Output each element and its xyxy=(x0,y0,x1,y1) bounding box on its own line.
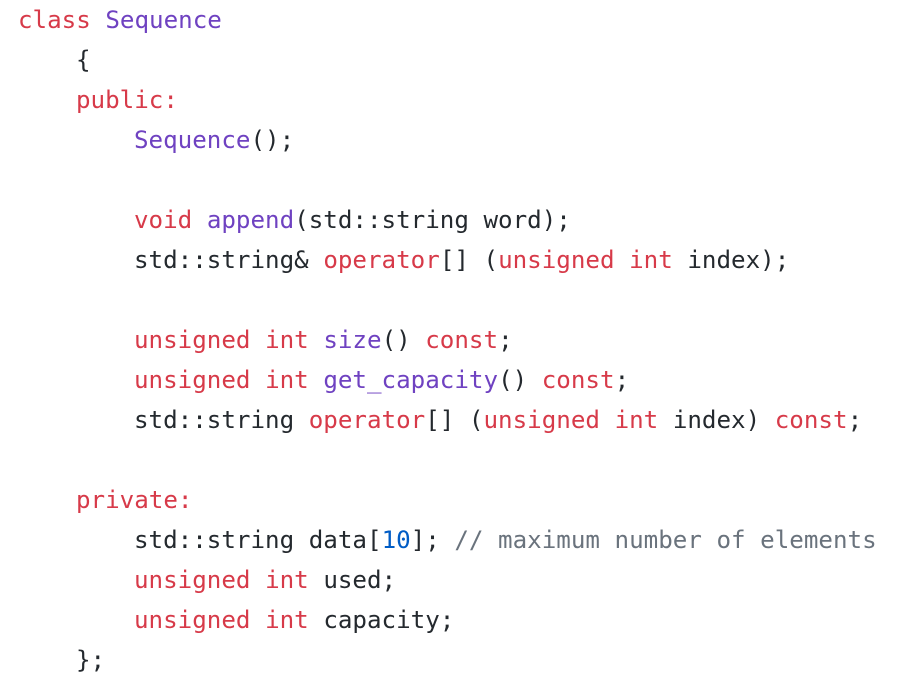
function-size: size xyxy=(323,326,382,354)
type-int: int xyxy=(614,406,659,434)
code-line-size: unsigned int size() const; xyxy=(134,320,513,360)
close-brace: }; xyxy=(76,646,106,674)
keyword-operator: operator xyxy=(323,246,440,274)
function-get-capacity: get_capacity xyxy=(323,366,499,394)
open-brace: { xyxy=(76,46,91,74)
code-line-get-capacity: unsigned int get_capacity() const; xyxy=(134,360,629,400)
code-line-constructor: Sequence(); xyxy=(134,120,294,160)
semicolon: ; xyxy=(847,406,863,434)
keyword-operator: operator xyxy=(308,406,426,434)
keyword-const: const xyxy=(541,366,615,394)
member-used: used; xyxy=(323,566,397,594)
member-capacity: capacity; xyxy=(323,606,455,634)
keyword-const: const xyxy=(425,326,499,354)
type-int: int xyxy=(265,566,309,594)
code-line-class-declaration: class Sequence xyxy=(18,0,222,40)
data-declaration-end: ]; xyxy=(410,526,455,554)
keyword-class: class xyxy=(18,6,91,34)
return-type: std::string& xyxy=(134,246,324,274)
constructor-parens: (); xyxy=(250,126,295,154)
append-params: (std::string word); xyxy=(294,206,571,234)
operator-brackets: [] ( xyxy=(439,246,499,274)
code-line-data-member: std::string data[10]; // maximum number … xyxy=(134,520,877,560)
operator-brackets: [] ( xyxy=(425,406,484,434)
code-line-private: private: xyxy=(76,480,193,520)
constructor-name: Sequence xyxy=(134,126,251,154)
code-line-used: unsigned int used; xyxy=(134,560,396,600)
type-unsigned: unsigned xyxy=(134,326,251,354)
class-name: Sequence xyxy=(105,6,222,34)
code-comment: // maximum number of elements xyxy=(454,526,877,554)
type-int: int xyxy=(265,366,309,394)
array-size: 10 xyxy=(381,526,411,554)
operator-params: index) xyxy=(672,406,775,434)
keyword-const: const xyxy=(774,406,848,434)
data-declaration: std::string data[ xyxy=(134,526,382,554)
code-line-operator-const: std::string operator[] (unsigned int ind… xyxy=(134,400,862,440)
type-unsigned: unsigned xyxy=(483,406,601,434)
type-void: void xyxy=(134,206,193,234)
code-line-public: public: xyxy=(76,80,178,120)
type-int: int xyxy=(629,246,673,274)
return-type: std::string xyxy=(134,406,309,434)
code-line-capacity: unsigned int capacity; xyxy=(134,600,454,640)
code-line-operator-ref: std::string& operator[] (unsigned int in… xyxy=(134,240,789,280)
type-unsigned: unsigned xyxy=(134,566,251,594)
semicolon: ; xyxy=(614,366,630,394)
type-unsigned: unsigned xyxy=(134,366,251,394)
code-line-append: void append(std::string word); xyxy=(134,200,571,240)
type-int: int xyxy=(265,606,309,634)
code-line-close-brace: }; xyxy=(76,640,105,680)
type-unsigned: unsigned xyxy=(498,246,615,274)
code-line-open-brace: { xyxy=(76,40,91,80)
size-parens: () xyxy=(381,326,426,354)
access-specifier-private: private: xyxy=(76,486,193,514)
access-specifier-public: public: xyxy=(76,86,178,114)
operator-params: index); xyxy=(687,246,790,274)
type-unsigned: unsigned xyxy=(134,606,251,634)
type-int: int xyxy=(265,326,309,354)
function-append: append xyxy=(206,206,295,234)
semicolon: ; xyxy=(498,326,513,354)
get-capacity-parens: () xyxy=(498,366,542,394)
